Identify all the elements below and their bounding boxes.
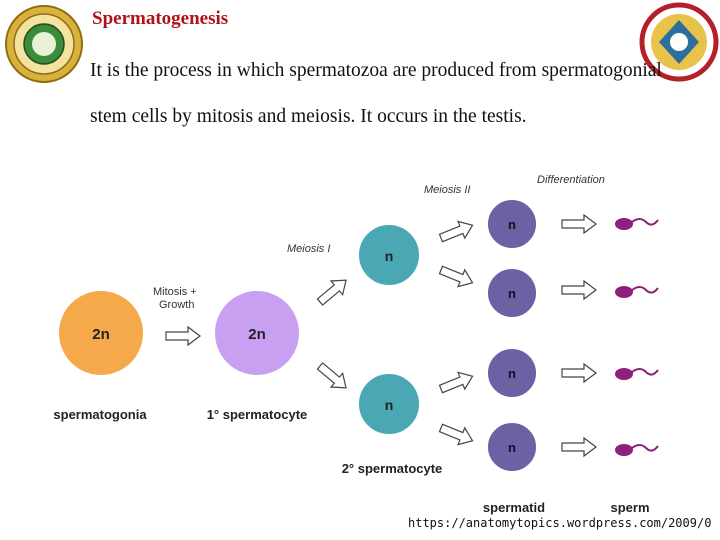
page-title: Spermatogenesis (92, 8, 229, 29)
spermatid-cell-3 (486, 347, 538, 399)
spermatid-cell-4 (486, 421, 538, 473)
spermatogonia-ploidy: 2n (92, 326, 110, 343)
spermatid-ploidy-3: n (508, 366, 516, 381)
differentiation-label: Differentiation (537, 174, 605, 186)
mitosis-label-line1: Mitosis + (153, 286, 197, 298)
sperm-cell-1 (615, 218, 659, 230)
spermatid-cell-2 (486, 267, 538, 319)
primary-spermatocyte-ploidy: 2n (248, 326, 266, 343)
secondary-spermatocyte-cell-top (357, 223, 421, 287)
secondary-spermatocyte-cell-bottom (357, 372, 421, 436)
sperm-cell-2 (615, 286, 659, 298)
secondary-spermatocyte-name: 2° spermatocyte (342, 461, 443, 476)
secondary-spermatocyte-ploidy-bottom: n (385, 397, 394, 413)
meiosis-i-label: Meiosis I (287, 243, 330, 255)
mitosis-arrow (165, 326, 201, 346)
meiosis-ii-arrow-1 (437, 216, 477, 247)
source-url[interactable]: https://anatomytopics.wordpress.com/2009… (408, 516, 712, 530)
primary-spermatocyte-cell (213, 289, 301, 377)
primary-spermatocyte-name: 1° spermatocyte (207, 407, 308, 422)
secondary-spermatocyte-ploidy-top: n (385, 248, 394, 264)
meiosis-i-arrow-up (313, 272, 353, 310)
spermatid-ploidy-4: n (508, 440, 516, 455)
sperm-cell-4 (615, 444, 659, 456)
university-logo-left (4, 4, 84, 84)
spermatogonia-cell (57, 289, 145, 377)
spermatid-ploidy-2: n (508, 286, 516, 301)
definition-paragraph: It is the process in which spermatozoa a… (90, 60, 662, 127)
meiosis-ii-arrow-4 (437, 419, 477, 450)
spermatid-name: spermatid (483, 500, 545, 515)
spermatogonia-name: spermatogonia (53, 407, 147, 422)
meiosis-ii-arrow-3 (437, 367, 477, 398)
spermatid-cell-1 (486, 198, 538, 250)
mitosis-label-line2: Growth (159, 299, 194, 311)
spermatogenesis-diagram: Meiosis II Differentiation Meiosis I Mit… (53, 174, 659, 515)
college-logo-right (638, 2, 720, 82)
differentiation-arrow-4 (561, 437, 597, 457)
meiosis-ii-arrow-2 (437, 261, 477, 292)
sperm-cell-3 (615, 368, 659, 380)
differentiation-arrow-2 (561, 280, 597, 300)
spermatid-ploidy-1: n (508, 217, 516, 232)
differentiation-arrow-3 (561, 363, 597, 383)
differentiation-arrow-1 (561, 214, 597, 234)
sperm-name: sperm (610, 500, 649, 515)
meiosis-i-arrow-down (313, 358, 353, 396)
meiosis-ii-label: Meiosis II (424, 184, 470, 196)
